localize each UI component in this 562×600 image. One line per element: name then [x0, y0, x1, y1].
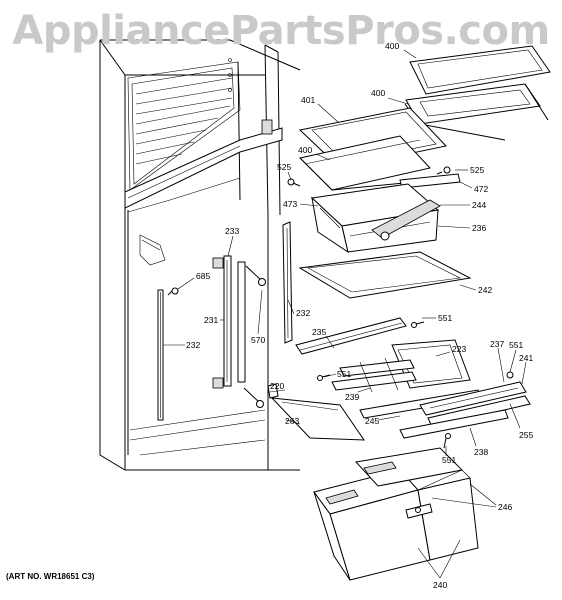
callout-244: 244 [472, 200, 486, 210]
callout-labels: 400 400 401 400 525 525 472 473 244 236 … [186, 41, 533, 590]
callout-525: 525 [470, 165, 484, 175]
callout-241: 241 [519, 353, 533, 363]
callout-551: 551 [442, 455, 456, 465]
callout-242: 242 [478, 285, 492, 295]
callout-220: 220 [270, 381, 284, 391]
callout-239: 239 [345, 392, 359, 402]
callout-551: 551 [509, 340, 523, 350]
leader-lines [163, 49, 527, 579]
callout-236: 236 [472, 223, 486, 233]
callout-400: 400 [385, 41, 399, 51]
callout-400: 400 [298, 145, 312, 155]
callout-240: 240 [433, 580, 447, 590]
meat-pan-drawer [310, 183, 441, 254]
callout-232: 232 [186, 340, 200, 350]
callout-570: 570 [251, 335, 265, 345]
callout-255: 255 [519, 430, 533, 440]
crisper-drawers [313, 447, 479, 581]
callout-237: 237 [490, 339, 504, 349]
callout-223: 223 [452, 344, 466, 354]
callout-263: 263 [285, 416, 299, 426]
refrigerator-cabinet [99, 39, 301, 471]
callout-473: 473 [283, 199, 297, 209]
art-number-caption: (ART NO. WR18651 C3) [6, 572, 95, 581]
callout-525: 525 [277, 162, 291, 172]
callout-472: 472 [474, 184, 488, 194]
callout-231: 231 [204, 315, 218, 325]
callout-400: 400 [371, 88, 385, 98]
crisper-cover-glass [298, 251, 472, 299]
callout-232: 232 [296, 308, 310, 318]
callout-233: 233 [225, 226, 239, 236]
callout-238: 238 [474, 447, 488, 457]
callout-401: 401 [301, 95, 315, 105]
upper-glass-shelf [404, 45, 551, 141]
watermark-text: AppliancePartsPros.com [12, 8, 550, 54]
callout-235: 235 [312, 327, 326, 337]
crisper-frame-assembly [267, 317, 531, 449]
callout-245: 245 [365, 416, 379, 426]
callout-246: 246 [498, 502, 512, 512]
callout-685: 685 [196, 271, 210, 281]
callout-551: 551 [438, 313, 452, 323]
ladder-rail-assembly [212, 221, 293, 408]
callout-551: 551 [337, 369, 351, 379]
